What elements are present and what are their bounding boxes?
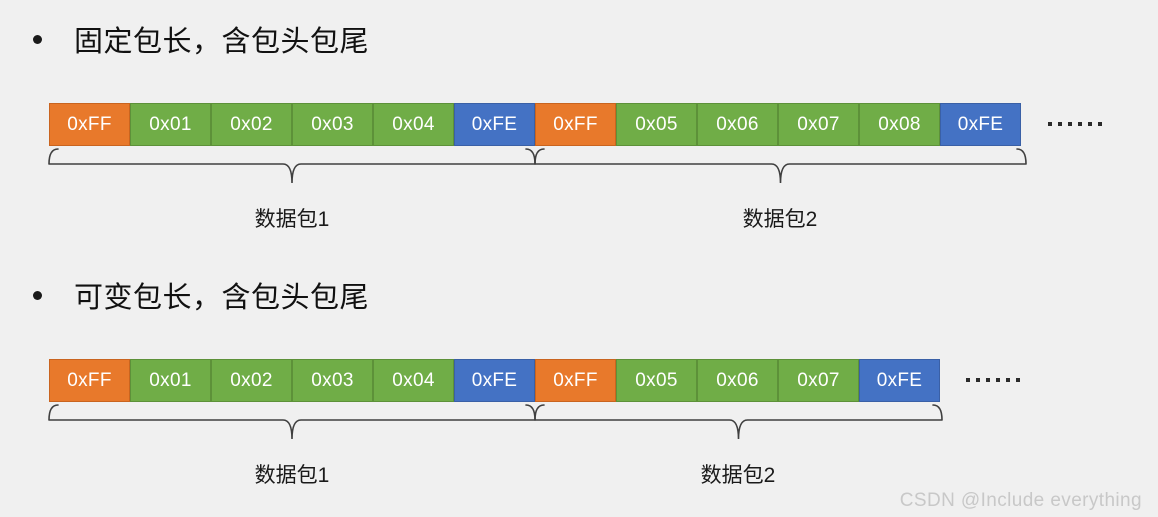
byte-cell: 0xFE [454,359,535,402]
ellipsis-dot [986,378,990,382]
byte-cell: 0x03 [292,103,373,146]
byte-cell: 0x07 [778,359,859,402]
byte-cell: 0x08 [859,103,940,146]
brace-shape [48,148,536,184]
heading-text-fixed-length: 固定包长，含包头包尾 [74,26,370,58]
ellipsis-dot [1068,122,1072,126]
byte-cell: 0x02 [211,103,292,146]
packet-brace-variable-2 [534,404,943,446]
brace-shape [534,148,1027,184]
byte-cell: 0xFE [454,103,535,146]
packet-brace-variable-1 [48,404,536,446]
byte-cell: 0xFF [535,103,616,146]
ellipsis-dot [1016,378,1020,382]
watermark-csdn: CSDN @Include everything [899,490,1142,511]
byte-cell: 0x01 [130,359,211,402]
packet-label-fixed-1: 数据包1 [254,208,330,231]
packet-brace-fixed-2 [534,148,1027,190]
byte-cell: 0xFF [49,103,130,146]
bullet-heading-variable-length: 可变包长，含包头包尾 [33,274,369,316]
packet-brace-fixed-1 [48,148,536,190]
bullet-dot-icon [33,34,42,44]
byte-cell: 0xFF [49,359,130,402]
byte-cell: 0xFE [940,103,1021,146]
packet-label-variable-1: 数据包1 [254,464,330,487]
ellipsis-dot [996,378,1000,382]
ellipsis-dots-variable-length [966,378,1020,382]
ellipsis-dot [1048,122,1052,126]
byte-cell: 0x01 [130,103,211,146]
byte-cell: 0x07 [778,103,859,146]
bullet-dot-icon [33,290,42,300]
byte-cell: 0xFF [535,359,616,402]
ellipsis-dot [1006,378,1010,382]
ellipsis-dot [1058,122,1062,126]
byte-cell: 0x04 [373,359,454,402]
ellipsis-dots-fixed-length [1048,122,1102,126]
bullet-heading-fixed-length: 固定包长，含包头包尾 [33,18,369,60]
byte-cell: 0x06 [697,103,778,146]
packet-label-variable-2: 数据包2 [700,464,776,487]
byte-cell: 0x06 [697,359,778,402]
brace-shape [48,404,536,440]
ellipsis-dot [1098,122,1102,126]
byte-cell: 0x04 [373,103,454,146]
ellipsis-dot [1088,122,1092,126]
brace-shape [534,404,943,440]
packet-label-fixed-2: 数据包2 [742,208,818,231]
heading-text-variable-length: 可变包长，含包头包尾 [74,282,370,314]
byte-cell: 0x03 [292,359,373,402]
byte-cell: 0x05 [616,103,697,146]
ellipsis-dot [966,378,970,382]
ellipsis-dot [976,378,980,382]
byte-cell: 0x02 [211,359,292,402]
ellipsis-dot [1078,122,1082,126]
byte-cell: 0x05 [616,359,697,402]
byte-cell: 0xFE [859,359,940,402]
